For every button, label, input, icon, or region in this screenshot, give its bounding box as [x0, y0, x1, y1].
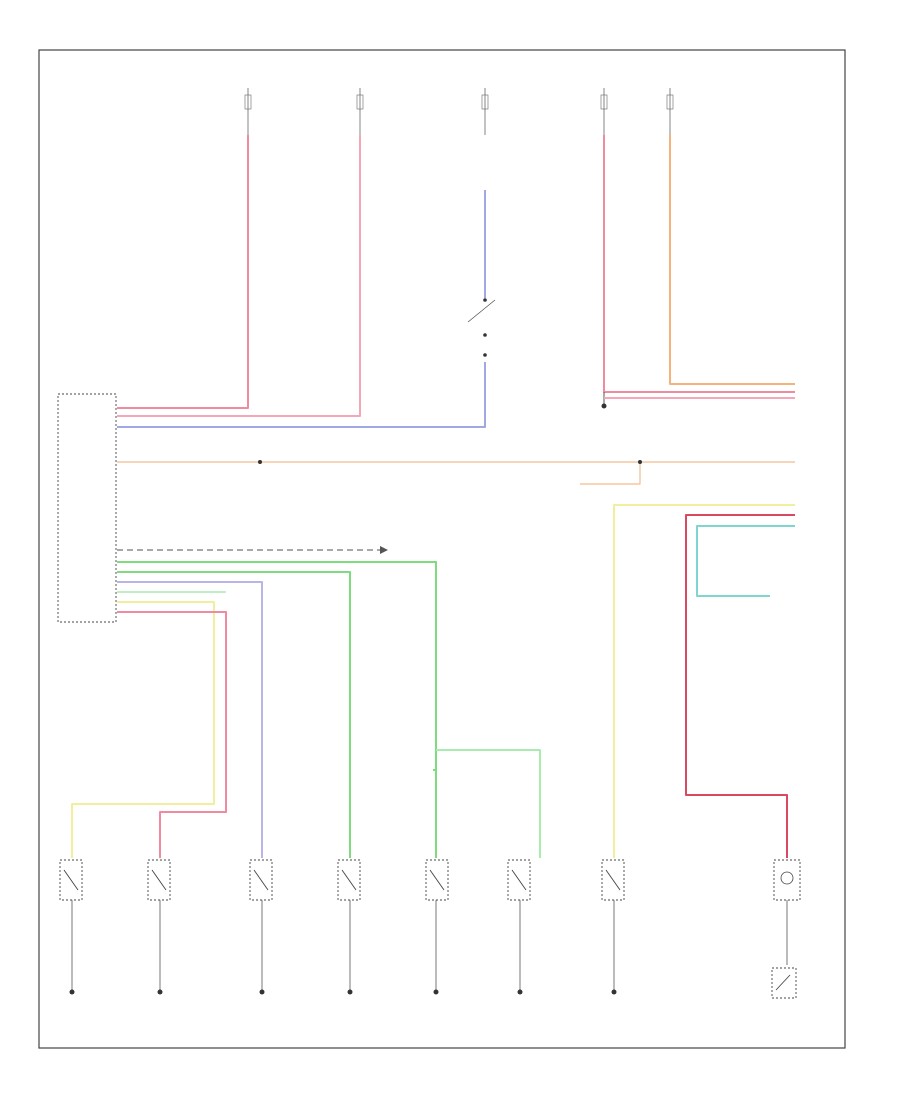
- switch-7-contact: [605, 869, 621, 891]
- wire-yellow-2: [613, 504, 795, 858]
- switch-4: [337, 859, 361, 995]
- switch-7-body: [601, 859, 625, 901]
- wire-red-3: [117, 611, 227, 858]
- diagram-border: [38, 49, 846, 1049]
- switch-7: [601, 859, 625, 995]
- arrow-right-icon: [380, 546, 388, 554]
- switch-3-contact: [253, 869, 269, 891]
- feed-2-fuse-icon: [356, 94, 364, 110]
- switch-1-body: [59, 859, 83, 901]
- wire-darkred-1: [685, 514, 795, 858]
- switch-lever: [467, 299, 496, 323]
- switch-node-bottom: [483, 353, 487, 357]
- feed-4-fuse-icon: [600, 94, 608, 110]
- top-feeds: [244, 88, 674, 135]
- switch-6-contact: [511, 869, 527, 891]
- splice-icon-2: [638, 460, 642, 464]
- switch-8: [771, 859, 801, 999]
- wire-red-1: [117, 135, 249, 409]
- feed-1-fuse-icon: [244, 94, 252, 110]
- wire-green-2: [117, 571, 351, 858]
- wire-blue-lower: [117, 362, 486, 428]
- switch-7-ground-icon: [611, 989, 617, 995]
- feed-5-fuse-icon: [666, 94, 674, 110]
- switch-6-body: [507, 859, 531, 901]
- switch-8-lower-body: [771, 967, 797, 999]
- switch-6: [507, 859, 531, 995]
- wire-pink-1: [117, 135, 361, 417]
- wire-yellow-1: [71, 601, 215, 858]
- switch-8-body: [773, 859, 801, 901]
- wires: [71, 135, 795, 858]
- wire-red-2: [603, 135, 795, 393]
- switch-4-ground-icon: [347, 989, 353, 995]
- fuse-feed-4: [600, 88, 608, 135]
- switch-8-sensor-icon: [780, 871, 794, 885]
- switch-3-body: [249, 859, 273, 901]
- switch-2-contact: [151, 869, 167, 891]
- fuse-feed-1: [244, 88, 252, 135]
- switch-2-ground-icon: [157, 989, 163, 995]
- wire-orange-branch: [580, 462, 641, 485]
- switch-5-ground-icon: [433, 989, 439, 995]
- ground-icon-mid: [601, 403, 607, 409]
- switch-6-ground-icon: [517, 989, 523, 995]
- switch-node-mid: [483, 333, 487, 337]
- wire-lavender-1: [117, 581, 263, 858]
- switch-4-body: [337, 859, 361, 901]
- switch-3-ground-icon: [259, 989, 265, 995]
- brake-switch: [467, 298, 496, 357]
- feed-3-fuse-icon: [481, 94, 489, 110]
- switch-2-body: [147, 859, 171, 901]
- switch-2: [147, 859, 171, 995]
- wire-lightgreen-2: [436, 749, 541, 858]
- left-control-module: [57, 393, 117, 623]
- bottom-switches: [59, 859, 801, 999]
- splice-icon-1: [258, 460, 262, 464]
- switch-4-contact: [341, 869, 357, 891]
- switch-node-top: [483, 298, 487, 302]
- switch-8-lower-contact: [775, 974, 791, 991]
- wire-orange-1: [669, 135, 795, 385]
- fuse-feed-2: [356, 88, 364, 135]
- switch-5-contact: [429, 869, 445, 891]
- switch-1: [59, 859, 83, 995]
- switch-5: [425, 859, 449, 995]
- wire-teal-1: [696, 525, 795, 597]
- wire-green-1: [117, 561, 437, 771]
- fuse-feed-5: [666, 88, 674, 135]
- switch-1-contact: [63, 869, 79, 891]
- switch-3: [249, 859, 273, 995]
- switch-5-body: [425, 859, 449, 901]
- fuse-feed-3: [481, 88, 489, 135]
- switch-1-ground-icon: [69, 989, 75, 995]
